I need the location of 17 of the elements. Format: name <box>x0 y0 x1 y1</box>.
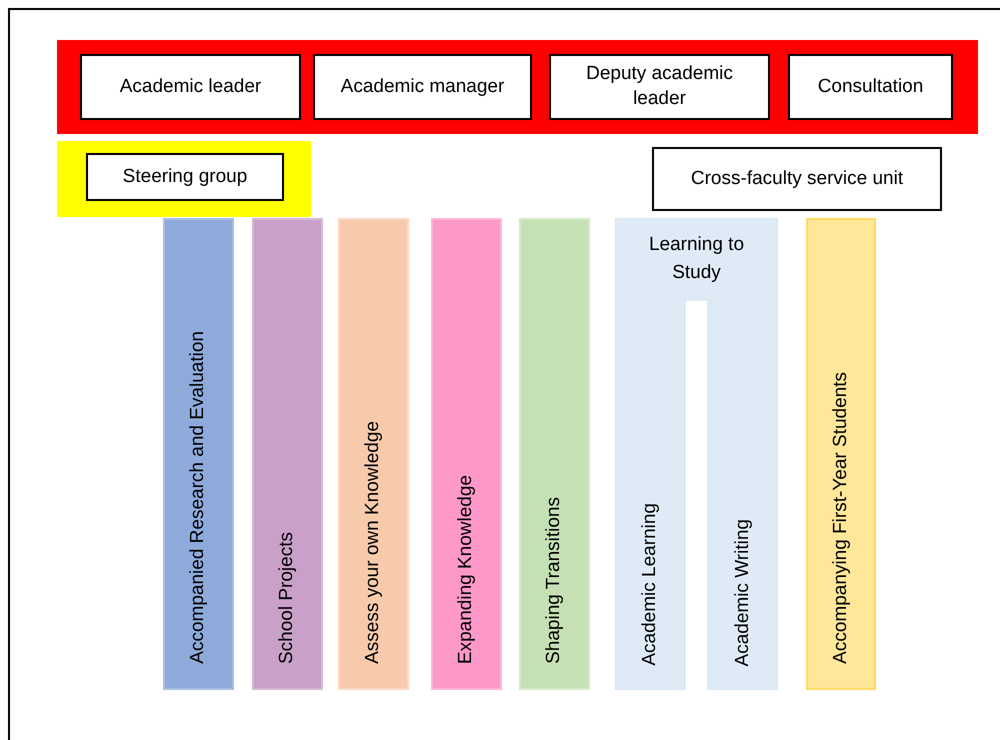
label-box: Academic manager <box>313 54 532 120</box>
column-bar: Shaping Transitions <box>519 218 590 690</box>
label-box: Academic leader <box>80 54 301 120</box>
column-label: Academic Learning <box>638 503 661 666</box>
group-heading: Learning to Study <box>648 232 746 285</box>
color-band <box>57 141 311 217</box>
column-bar: Expanding Knowledge <box>431 218 502 690</box>
label-box: Steering group <box>86 153 284 201</box>
column-bar: Assess your own Knowledge <box>338 218 409 690</box>
label-box: Cross-faculty service unit <box>652 147 942 211</box>
label-box: Consultation <box>788 54 953 120</box>
column-bar: Accompanying First-Year Students <box>806 218 876 690</box>
column-bar: School Projects <box>252 218 323 690</box>
column-bar: Accompanied Research and Evaluation <box>163 218 234 690</box>
column-label: Academic Writing <box>730 518 754 666</box>
color-band <box>57 40 978 134</box>
label-box: Deputy academic leader <box>549 54 770 120</box>
